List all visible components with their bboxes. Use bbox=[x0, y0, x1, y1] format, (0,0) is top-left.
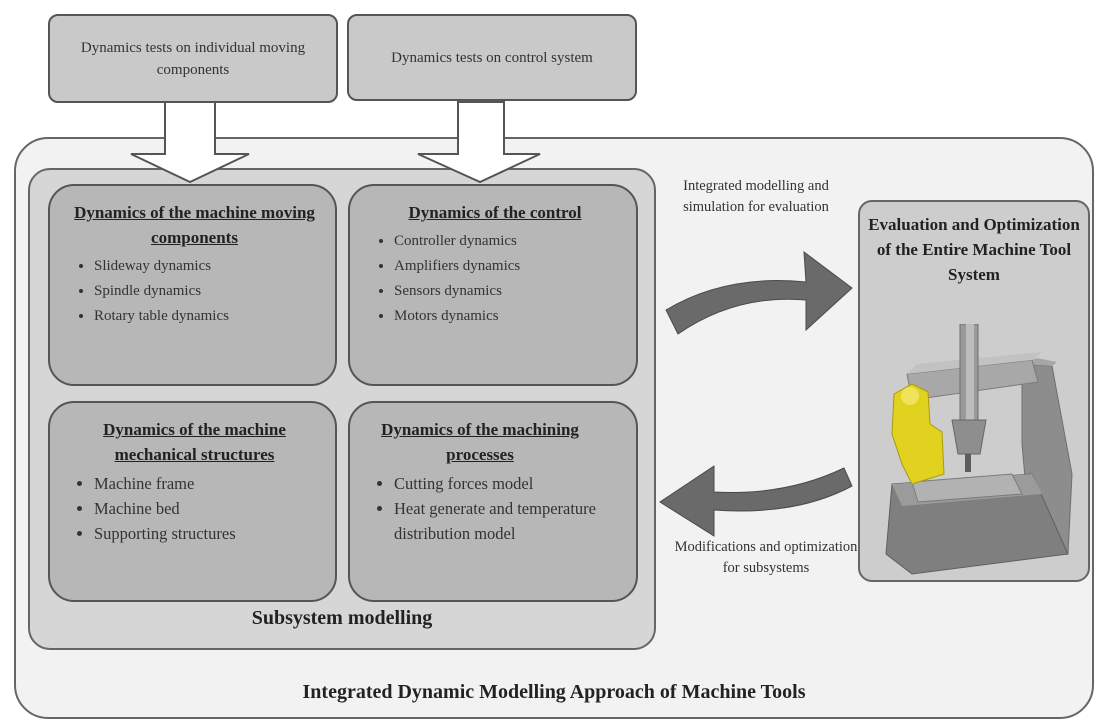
list-moving-components: Slideway dynamics Spindle dynamics Rotar… bbox=[64, 254, 325, 329]
input-label-control-system: Dynamics tests on control system bbox=[391, 49, 593, 66]
curved-arrow-right bbox=[665, 250, 853, 335]
card-title-moving-components: Dynamics of the machine moving component… bbox=[74, 203, 315, 247]
overall-caption: Integrated Dynamic Modelling Approach of… bbox=[302, 681, 806, 703]
card-moving-components: Dynamics of the machine moving component… bbox=[48, 184, 337, 386]
card-mechanical-structures: Dynamics of the machine mechanical struc… bbox=[48, 401, 337, 602]
list-item: Controller dynamics bbox=[394, 229, 626, 254]
input-box-moving-components: Dynamics tests on individual moving comp… bbox=[48, 14, 338, 103]
list-control: Controller dynamics Amplifiers dynamics … bbox=[364, 229, 626, 329]
curved-arrow-left bbox=[659, 465, 853, 537]
evaluation-title: Evaluation and Optimization of the Entir… bbox=[868, 215, 1080, 284]
card-title-mechanical-structures: Dynamics of the machine mechanical struc… bbox=[103, 420, 286, 464]
card-title-control: Dynamics of the control bbox=[408, 203, 582, 222]
list-item: Machine bed bbox=[94, 496, 325, 521]
down-arrow-left bbox=[130, 101, 250, 184]
card-title-machining-processes: Dynamics of the machining processes bbox=[381, 420, 579, 464]
input-box-control-system: Dynamics tests on control system bbox=[347, 14, 637, 101]
list-item: Slideway dynamics bbox=[94, 254, 325, 279]
list-mechanical-structures: Machine frame Machine bed Supporting str… bbox=[64, 471, 325, 546]
list-item: Cutting forces model bbox=[394, 471, 596, 496]
list-item: Supporting structures bbox=[94, 521, 325, 546]
list-item: Sensors dynamics bbox=[394, 279, 626, 304]
card-machining-processes: Dynamics of the machining processes Cutt… bbox=[348, 401, 638, 602]
list-item: Amplifiers dynamics bbox=[394, 254, 626, 279]
input-label-moving-components: Dynamics tests on individual moving comp… bbox=[80, 39, 306, 78]
list-item: Motors dynamics bbox=[394, 304, 626, 329]
list-item: Machine frame bbox=[94, 471, 325, 496]
upper-arrow-label: Integrated modelling and simulation for … bbox=[683, 178, 829, 215]
list-machining-processes: Cutting forces model Heat generate and t… bbox=[364, 471, 596, 546]
list-item: Rotary table dynamics bbox=[94, 304, 325, 329]
list-item: Heat generate and temperature distributi… bbox=[394, 496, 596, 546]
card-control: Dynamics of the control Controller dynam… bbox=[348, 184, 638, 386]
machine-tool-illustration bbox=[885, 324, 1073, 575]
down-arrow-right bbox=[417, 101, 541, 184]
list-item: Spindle dynamics bbox=[94, 279, 325, 304]
lower-arrow-label: Modifications and optimization for subsy… bbox=[674, 539, 858, 576]
subsystem-caption: Subsystem modelling bbox=[251, 607, 433, 629]
